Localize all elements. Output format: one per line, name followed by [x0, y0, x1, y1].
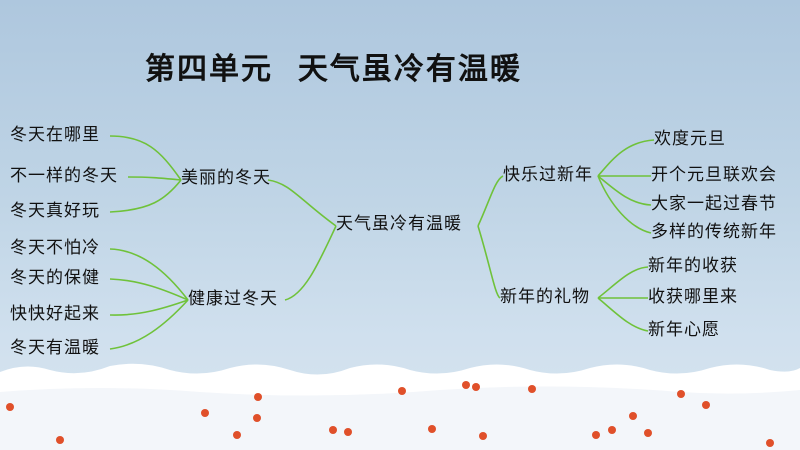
- leaf-node: 快快好起来: [10, 304, 100, 324]
- berry-decoration: [56, 436, 64, 444]
- connector-line: [109, 299, 189, 316]
- berry-decoration: [608, 426, 616, 434]
- leaf-node: 收获哪里来: [648, 287, 738, 307]
- leaf-node: 欢度元旦: [654, 129, 726, 149]
- connector-line: [597, 175, 652, 206]
- leaf-node: 冬天在哪里: [10, 125, 100, 145]
- berry-decoration: [702, 401, 710, 409]
- connector-line: [109, 135, 182, 181]
- berry-decoration: [344, 428, 352, 436]
- berry-decoration: [592, 431, 600, 439]
- leaf-node: 开个元旦联欢会: [651, 165, 777, 185]
- leaf-node: 新年的收获: [648, 256, 738, 276]
- berry-decoration: [766, 439, 774, 447]
- connector-line: [597, 139, 655, 177]
- connector-line: [109, 248, 189, 301]
- leaf-node: 不一样的冬天: [10, 166, 118, 186]
- berry-decoration: [644, 429, 652, 437]
- snow-drift-shadow: [0, 386, 800, 450]
- connector-line: [109, 179, 182, 213]
- berry-decoration: [472, 383, 480, 391]
- branch-node-healthy-winter: 健康过冬天: [188, 289, 278, 309]
- connector-line: [284, 225, 337, 301]
- berry-decoration: [6, 403, 14, 411]
- connector-line: [127, 176, 182, 181]
- connector-line: [597, 297, 649, 332]
- leaf-node: 冬天有温暖: [10, 338, 100, 358]
- berry-decoration: [462, 381, 470, 389]
- connector-line: [597, 175, 652, 234]
- berries: [6, 381, 774, 447]
- connector-line: [477, 175, 504, 227]
- leaf-node: 冬天的保健: [10, 268, 100, 288]
- berry-decoration: [233, 431, 241, 439]
- slide-title: 第四单元 天气虽冷有温暖: [145, 52, 522, 87]
- connector-line: [267, 179, 337, 227]
- berry-decoration: [428, 425, 436, 433]
- leaf-node: 新年心愿: [648, 320, 720, 340]
- leaf-node: 大家一起过春节: [651, 194, 777, 214]
- connector-line: [597, 266, 649, 299]
- berry-decoration: [398, 387, 406, 395]
- branch-node-beautiful-winter: 美丽的冬天: [181, 168, 271, 188]
- berry-decoration: [201, 409, 209, 417]
- berry-decoration: [253, 414, 261, 422]
- connector-line: [477, 225, 501, 299]
- berry-decoration: [254, 393, 262, 401]
- connector-line: [109, 299, 189, 350]
- berry-decoration: [677, 390, 685, 398]
- berry-decoration: [528, 385, 536, 393]
- leaf-node: 冬天不怕冷: [10, 238, 100, 258]
- berry-decoration: [329, 426, 337, 434]
- connector-line: [109, 278, 189, 301]
- berry-decoration: [479, 432, 487, 440]
- branch-node-new-year-gift: 新年的礼物: [500, 287, 590, 307]
- leaf-node: 冬天真好玩: [10, 201, 100, 221]
- center-node: 天气虽冷有温暖: [336, 214, 462, 234]
- branch-node-happy-new-year: 快乐过新年: [503, 165, 593, 185]
- berry-decoration: [629, 412, 637, 420]
- leaf-node: 多样的传统新年: [651, 222, 777, 242]
